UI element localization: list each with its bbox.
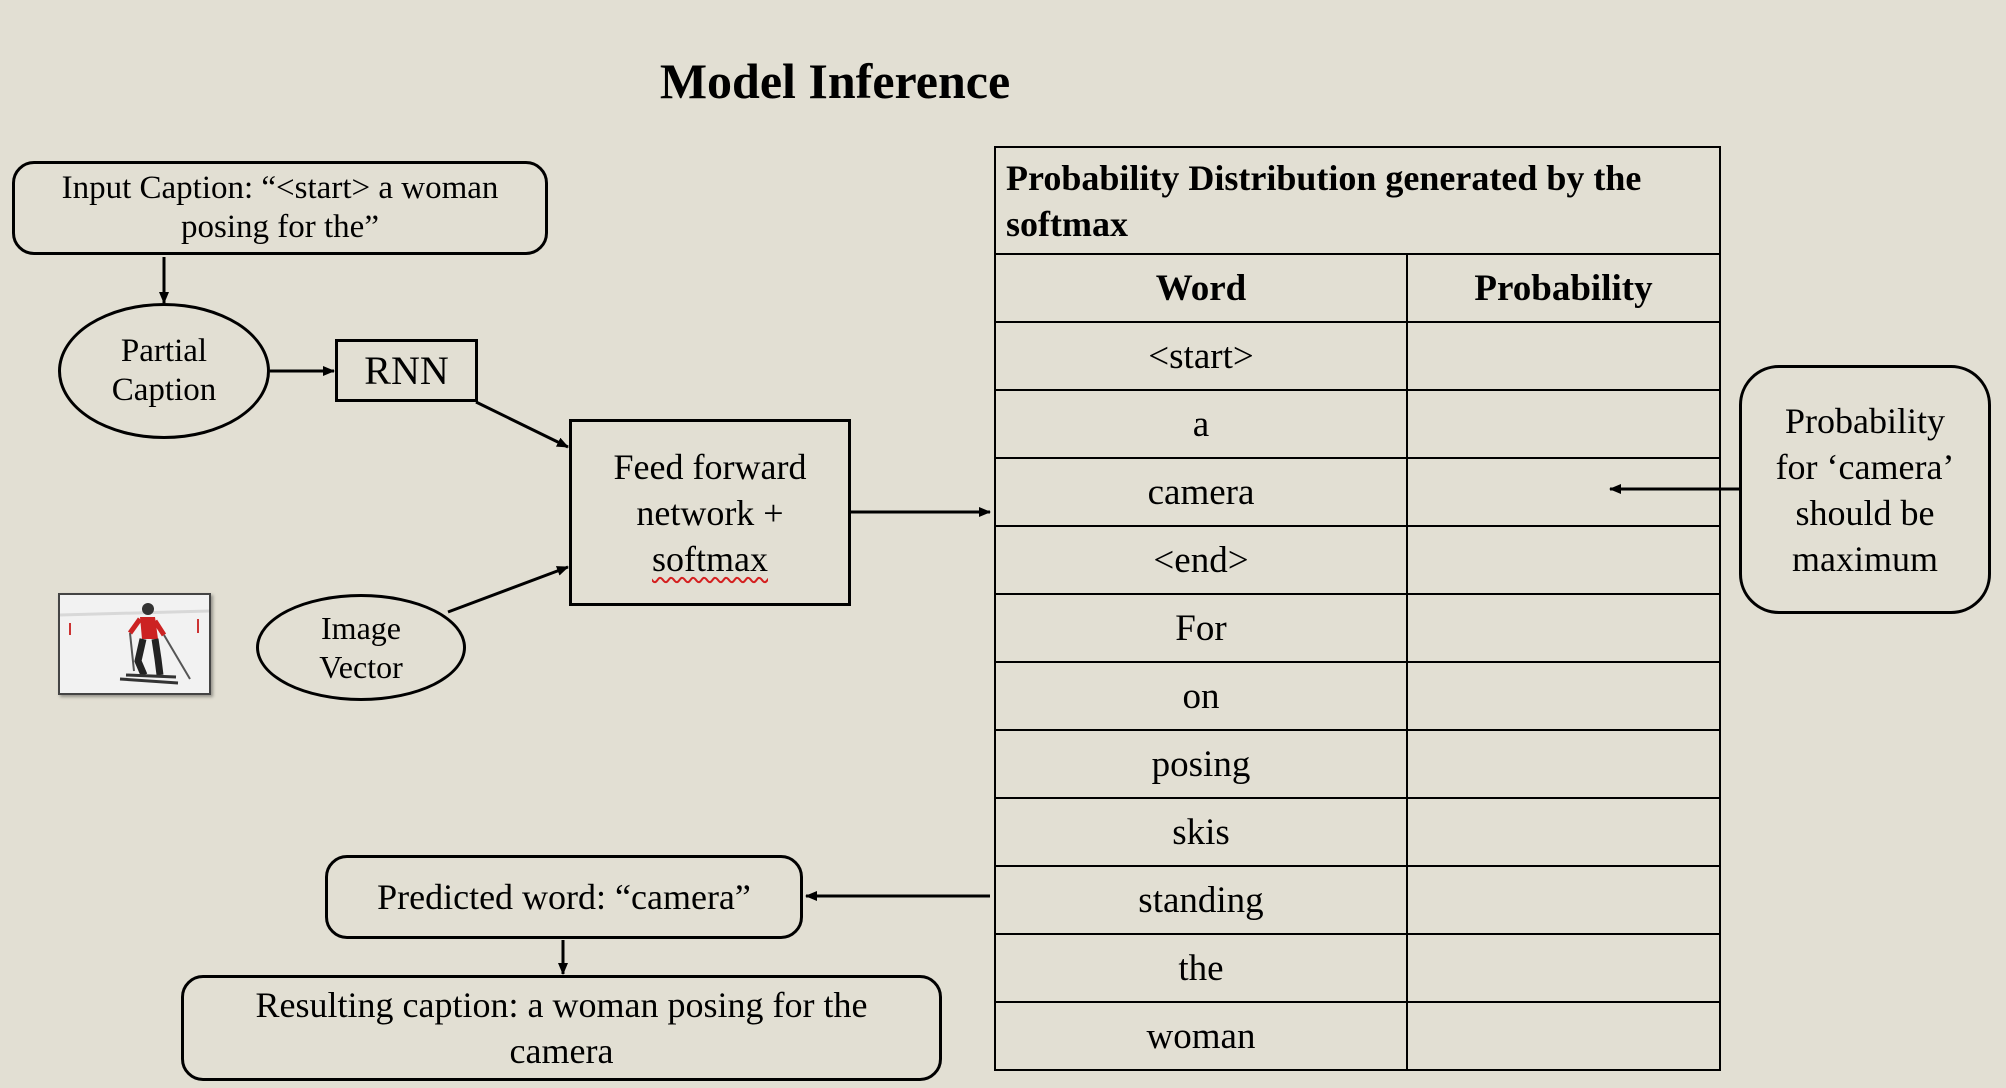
header-word: Word bbox=[994, 253, 1408, 323]
word-cell: posing bbox=[994, 729, 1408, 799]
header-probability: Probability bbox=[1405, 253, 1722, 323]
word-cell: camera bbox=[994, 457, 1408, 527]
word-cell: a bbox=[994, 389, 1408, 459]
table-row: For bbox=[994, 593, 1722, 663]
image-vector-node: Image Vector bbox=[256, 594, 466, 701]
image-vector-line1: Image bbox=[321, 609, 401, 646]
callout-line3: should be bbox=[1795, 492, 1935, 533]
probability-cell bbox=[1405, 593, 1722, 663]
partial-caption-node: Partial Caption bbox=[58, 303, 270, 439]
word-cell: on bbox=[994, 661, 1408, 731]
callout-line2: for ‘camera’ bbox=[1775, 446, 1955, 487]
skier-image bbox=[60, 595, 209, 693]
word-cell: <end> bbox=[994, 525, 1408, 595]
callout-line4: maximum bbox=[1791, 538, 1938, 579]
probability-cell bbox=[1405, 933, 1722, 1003]
table-row: <start> bbox=[994, 321, 1722, 391]
probability-table: Probability Distribution generated by th… bbox=[993, 146, 1722, 1071]
partial-caption-line1: Partial bbox=[120, 333, 208, 369]
word-cell: standing bbox=[994, 865, 1408, 935]
partial-caption-line2: Caption bbox=[111, 372, 217, 408]
probability-cell bbox=[1405, 865, 1722, 935]
probability-cell bbox=[1405, 661, 1722, 731]
ffn-line2: network + bbox=[636, 492, 784, 533]
arrow-vector-to-ffn bbox=[447, 565, 569, 614]
ffn-line1: Feed forward bbox=[613, 446, 807, 487]
table-row: <end> bbox=[994, 525, 1722, 595]
word-cell: <start> bbox=[994, 321, 1408, 391]
table-row: standing bbox=[994, 865, 1722, 935]
probability-cell bbox=[1405, 321, 1722, 391]
ffn-line3: softmax bbox=[652, 538, 768, 579]
table-row: camera bbox=[994, 457, 1722, 527]
probability-cell bbox=[1405, 525, 1722, 595]
word-cell: skis bbox=[994, 797, 1408, 867]
probability-cell bbox=[1405, 1001, 1722, 1071]
resulting-caption-text: Resulting caption: a woman posing for th… bbox=[255, 985, 868, 1071]
table-row: on bbox=[994, 661, 1722, 731]
table-row: skis bbox=[994, 797, 1722, 867]
word-cell: the bbox=[994, 933, 1408, 1003]
predicted-word-box: Predicted word: “camera” bbox=[325, 855, 803, 939]
predicted-word-text: Predicted word: “camera” bbox=[377, 877, 751, 917]
probability-cell bbox=[1405, 457, 1722, 527]
table-caption: Probability Distribution generated by th… bbox=[993, 146, 1722, 255]
word-cell: woman bbox=[994, 1001, 1408, 1071]
callout-line1: Probability bbox=[1784, 400, 1945, 441]
rnn-box: RNN bbox=[335, 339, 478, 402]
rnn-label: RNN bbox=[364, 348, 449, 393]
diagram-title: Model Inference bbox=[659, 53, 1011, 109]
probability-cell bbox=[1405, 389, 1722, 459]
word-cell: For bbox=[994, 593, 1408, 663]
resulting-caption-box: Resulting caption: a woman posing for th… bbox=[181, 975, 942, 1081]
skier-photo bbox=[58, 593, 211, 695]
table-row: woman bbox=[994, 1001, 1722, 1071]
table-row: a bbox=[994, 389, 1722, 459]
feed-forward-softmax-box: Feed forward network + softmax bbox=[569, 419, 851, 606]
arrow-rnn-to-ffn bbox=[475, 400, 569, 449]
probability-cell bbox=[1405, 797, 1722, 867]
image-vector-line2: Vector bbox=[319, 648, 403, 685]
probability-cell bbox=[1405, 729, 1722, 799]
input-caption-text: Input Caption: “<start> a woman posing f… bbox=[61, 170, 499, 245]
table-row: posing bbox=[994, 729, 1722, 799]
camera-probability-callout: Probability for ‘camera’ should be maxim… bbox=[1739, 365, 1991, 614]
table-header-row: Word Probability bbox=[994, 253, 1722, 323]
input-caption-box: Input Caption: “<start> a woman posing f… bbox=[12, 161, 548, 255]
table-row: the bbox=[994, 933, 1722, 1003]
